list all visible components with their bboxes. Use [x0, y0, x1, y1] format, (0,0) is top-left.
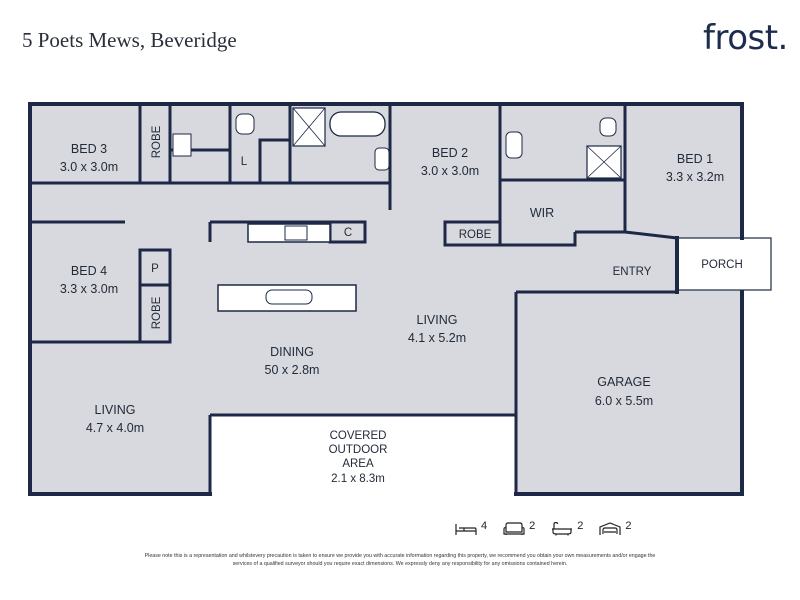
covered-outdoor-area — [210, 415, 516, 495]
bed-icon — [455, 524, 477, 535]
bed1-size: 3.3 x 3.2m — [666, 170, 724, 184]
property-stats: 4 2 2 2 — [455, 520, 648, 536]
toilet-1 — [235, 113, 255, 135]
pantry-label: P — [151, 263, 159, 275]
disclaimer-text: Please note this is a representation and… — [144, 553, 656, 567]
wir-label: WIR — [530, 206, 554, 220]
dining-size: 50 x 2.8m — [265, 363, 320, 377]
garage-name: GARAGE — [597, 375, 651, 389]
bed2-walls — [388, 104, 502, 247]
robe-bed3-label: ROBE — [151, 125, 163, 158]
garage-size: 6.0 x 5.5m — [595, 394, 653, 408]
laundry-label: L — [241, 156, 248, 168]
car-icon — [599, 522, 621, 535]
property-address: 5 Poets Mews, Beveridge — [22, 28, 237, 52]
main-bath-walls — [290, 104, 392, 185]
cupboard-label: C — [344, 227, 352, 239]
bed3-size: 3.0 x 3.0m — [60, 160, 118, 174]
living-left-name: LIVING — [95, 403, 136, 417]
kitchen-bench — [247, 223, 331, 243]
porch-outline — [676, 237, 772, 291]
stat-living: 2 — [503, 520, 536, 536]
stat-living-value: 2 — [529, 520, 536, 532]
cooktop — [284, 225, 308, 241]
robe-bed4-label: ROBE — [151, 296, 163, 329]
living-center-size: 4.1 x 5.2m — [408, 331, 466, 345]
bed2-name: BED 2 — [432, 146, 468, 160]
porch-area — [677, 238, 771, 290]
bed4-name: BED 4 — [71, 264, 107, 278]
frost-logo: frost. — [703, 18, 788, 58]
entry-label: ENTRY — [613, 266, 652, 278]
outdoor-frame — [208, 413, 516, 494]
stat-bathrooms-value: 2 — [577, 520, 584, 532]
robe-bed2-label: ROBE — [459, 229, 492, 241]
outdoor-line1: COVERED — [330, 430, 387, 442]
living-center-name: LIVING — [417, 313, 458, 327]
bed4-size: 3.3 x 3.0m — [60, 282, 118, 296]
garage-walls — [514, 290, 677, 494]
vanity-1 — [172, 133, 192, 157]
basin-ensuite — [505, 131, 523, 159]
porch-label: PORCH — [701, 259, 743, 271]
bed4-walls — [30, 220, 172, 344]
outdoor-line2: OUTDOOR — [329, 444, 388, 456]
wir-walls — [500, 230, 625, 247]
stat-bedrooms-value: 4 — [481, 520, 488, 532]
island-sink — [265, 289, 313, 305]
bathroom1-walls — [170, 104, 292, 185]
bed2-size: 3.0 x 3.0m — [421, 164, 479, 178]
bed1-name: BED 1 — [677, 152, 713, 166]
bed3-name: BED 3 — [71, 142, 107, 156]
living-left-size: 4.7 x 4.0m — [86, 421, 144, 435]
toilet-2 — [599, 117, 617, 137]
dining-name: DINING — [270, 345, 314, 359]
outdoor-size: 2.1 x 8.3m — [331, 473, 385, 485]
shower-main-cross — [292, 107, 326, 147]
shower-ensuite-cross — [586, 145, 622, 179]
basin-main-bath — [374, 147, 390, 171]
bathtub — [329, 111, 386, 137]
bath-icon — [552, 522, 573, 536]
stat-garage: 2 — [599, 520, 632, 536]
stat-bedrooms: 4 — [455, 520, 488, 536]
sofa-icon — [503, 522, 525, 535]
bed3-wall — [30, 104, 172, 185]
stat-garage-value: 2 — [625, 520, 632, 532]
outdoor-line3: AREA — [342, 458, 374, 470]
stat-bathrooms: 2 — [551, 520, 584, 536]
